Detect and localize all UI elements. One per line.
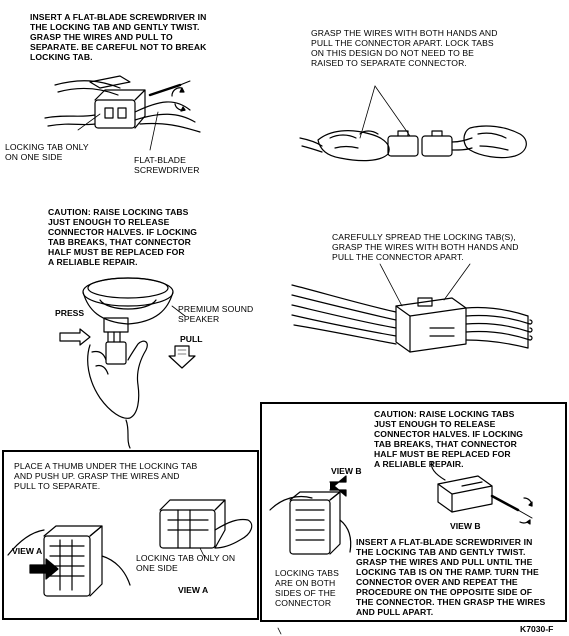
panel6-instruction: INSERT A FLAT-BLADE SCREWDRIVER IN THE L… bbox=[356, 537, 546, 617]
panel3-label-pull: PULL bbox=[180, 334, 203, 344]
panel1-label-locking-tab: LOCKING TAB ONLY ON ONE SIDE bbox=[5, 142, 89, 162]
panel2-hands-illustration bbox=[299, 85, 527, 162]
panel4-connector-illustration bbox=[291, 263, 533, 353]
panel6-label-locking-tabs: LOCKING TABS ARE ON BOTH SIDES OF THE CO… bbox=[275, 568, 339, 608]
panel2-instruction: GRASP THE WIRES WITH BOTH HANDS AND PULL… bbox=[311, 28, 498, 68]
panel4-instruction: CAREFULLY SPREAD THE LOCKING TAB(S), GRA… bbox=[332, 232, 519, 262]
panel6-label-view-b-left: VIEW B bbox=[331, 466, 362, 476]
panel5-label-view-a-right: VIEW A bbox=[178, 585, 209, 595]
panel6-caution: CAUTION: RAISE LOCKING TABS JUST ENOUGH … bbox=[374, 409, 524, 469]
panel3-speaker-illustration bbox=[59, 277, 196, 449]
panel6-label-view-b-right: VIEW B bbox=[450, 521, 481, 531]
panel5-instruction: PLACE A THUMB UNDER THE LOCKING TAB AND … bbox=[14, 461, 198, 491]
panel1-instruction: INSERT A FLAT-BLADE SCREWDRIVER IN THE L… bbox=[30, 12, 207, 62]
stray-mark bbox=[277, 627, 282, 635]
panel5-label-view-a-left: VIEW A bbox=[12, 546, 43, 556]
panel3-label-press: PRESS bbox=[55, 308, 85, 318]
panel5-connector-illustration bbox=[7, 499, 253, 597]
panel1-connector-illustration bbox=[44, 75, 201, 151]
panel3-caution: CAUTION: RAISE LOCKING TABS JUST ENOUGH … bbox=[48, 207, 198, 267]
panel1-label-screwdriver: FLAT-BLADE SCREWDRIVER bbox=[134, 155, 200, 175]
figure-id: K7030-F bbox=[520, 624, 554, 634]
panel5-frame bbox=[2, 450, 259, 620]
panel6-connector-illustration bbox=[269, 461, 533, 555]
panel6-frame bbox=[260, 402, 567, 622]
panel5-label-locking-tab: LOCKING TAB ONLY ON ONE SIDE bbox=[136, 553, 236, 573]
panel3-label-speaker: PREMIUM SOUND SPEAKER bbox=[178, 304, 254, 324]
